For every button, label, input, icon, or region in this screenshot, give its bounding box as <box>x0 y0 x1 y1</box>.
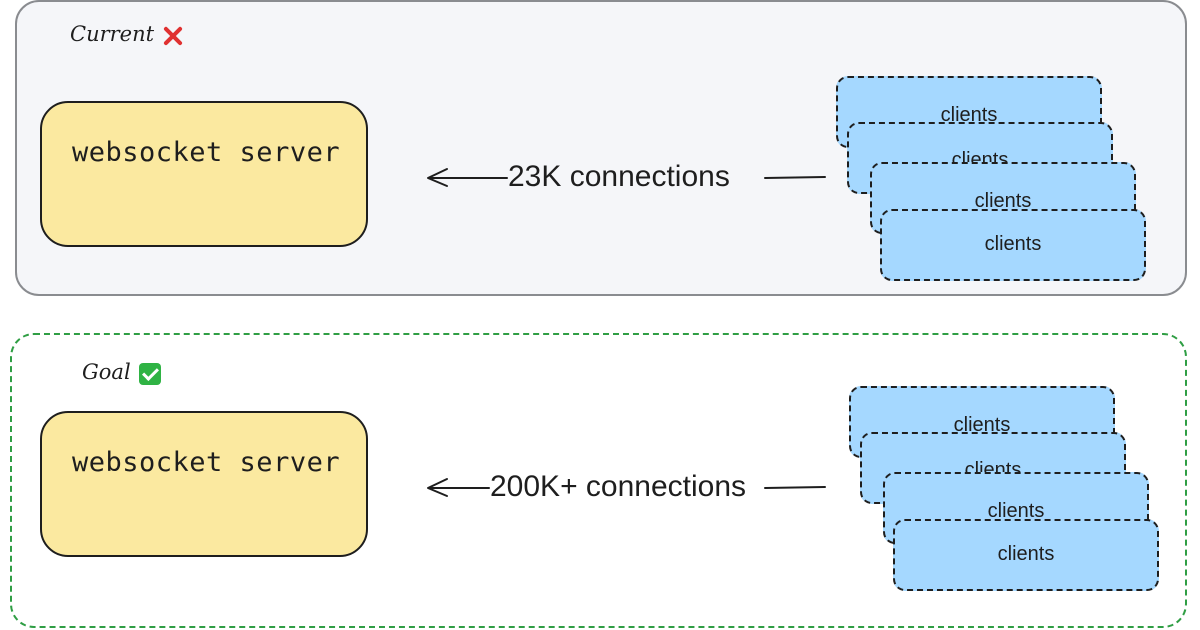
current-server-label: websocket server <box>72 137 341 168</box>
current-client-label-1: clients <box>940 104 998 126</box>
current-client-label-3: clients <box>974 190 1032 212</box>
goal-server-label: websocket server <box>72 447 341 478</box>
check-mark-icon <box>138 362 161 385</box>
goal-client-box-4: clients <box>893 519 1159 591</box>
current-server-box: websocket server <box>40 101 368 247</box>
current-title-text: Current <box>70 22 155 46</box>
goal-title: Goal <box>82 360 161 385</box>
goal-client-label-3: clients <box>987 500 1045 522</box>
cross-mark-icon <box>162 25 184 47</box>
current-client-label-4: clients <box>984 233 1042 255</box>
goal-client-label-4: clients <box>997 543 1055 565</box>
current-title: Current <box>70 22 184 47</box>
current-connections-label: 23K connections <box>508 160 730 193</box>
goal-connection-arrow <box>427 478 826 497</box>
current-client-box-4: clients <box>880 209 1146 281</box>
current-connection-arrow <box>427 168 826 187</box>
goal-server-box: websocket server <box>40 411 368 557</box>
goal-client-label-1: clients <box>953 414 1011 436</box>
goal-title-text: Goal <box>82 360 131 384</box>
goal-connections-label: 200K+ connections <box>490 470 747 503</box>
